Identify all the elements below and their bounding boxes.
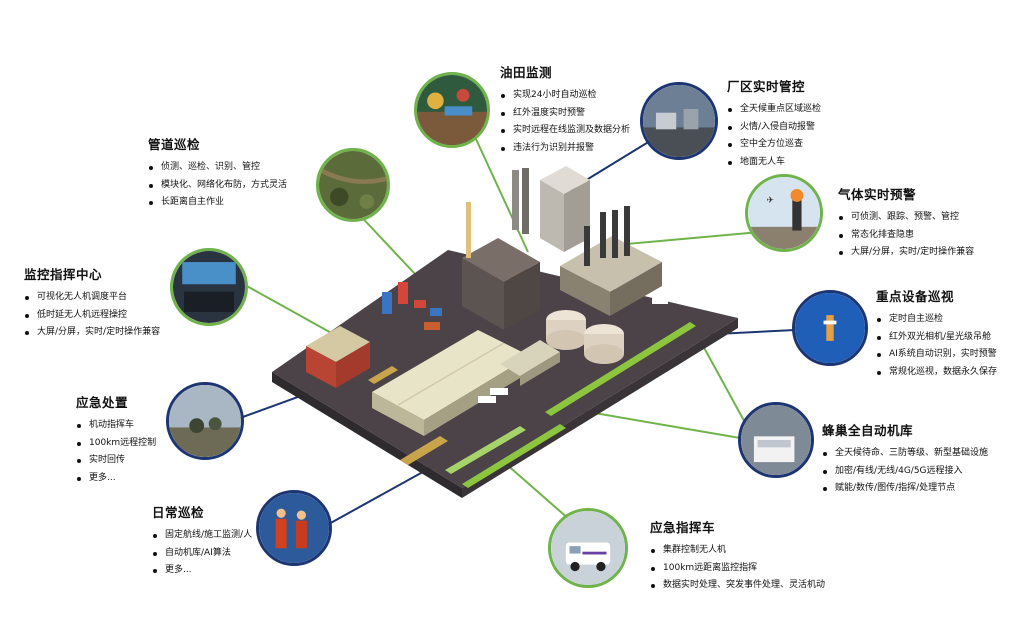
pipeline-item: 侦测、巡检、识别、管控 bbox=[148, 159, 287, 177]
emergency-item: 更多... bbox=[76, 470, 156, 488]
pipeline-aerial-photo bbox=[316, 148, 390, 222]
oilfield-item: 违法行为识别并报警 bbox=[500, 140, 630, 158]
oilfield-title: 油田监测 bbox=[500, 65, 553, 80]
oilfield-item: 实现24小时自动巡检 bbox=[500, 87, 630, 105]
svg-text:✈: ✈ bbox=[766, 195, 774, 206]
plant-title: 厂区实时管控 bbox=[727, 79, 806, 94]
command-item: 低时延无人机远程操控 bbox=[24, 307, 160, 325]
command-vehicle-photo bbox=[548, 508, 628, 588]
gas-flare-photo: ✈ bbox=[745, 174, 823, 252]
plant-item: 火情/入侵自动报警 bbox=[727, 119, 821, 137]
command-title: 监控指挥中心 bbox=[24, 267, 103, 282]
plant-item: 全天候重点区域巡检 bbox=[727, 101, 821, 119]
emergency-item: 100km远程控制 bbox=[76, 435, 156, 453]
plant-item: 地面无人车 bbox=[727, 154, 821, 172]
equipment-item: AI系统自动识别，实时预警 bbox=[876, 346, 997, 364]
gas-item: 大屏/分屏，实时/定时操作兼容 bbox=[838, 244, 974, 262]
equipment-item: 常规化巡视，数据永久保存 bbox=[876, 364, 997, 382]
oilfield-item: 红外温度实时预警 bbox=[500, 105, 630, 123]
emergency-photo bbox=[166, 382, 244, 460]
equipment-inspection-photo bbox=[792, 290, 868, 366]
node-plant: 厂区实时管控 全天候重点区域巡检 火情/入侵自动报警 空中全方位巡查 地面无人车 bbox=[727, 76, 821, 171]
emergency-title: 应急处置 bbox=[76, 395, 129, 410]
node-emergency: 应急处置 机动指挥车 100km远程控制 实时回传 更多... bbox=[76, 392, 156, 487]
node-oilfield: 油田监测 实现24小时自动巡检 红外温度实时预警 实时远程在线监测及数据分析 违… bbox=[500, 62, 630, 157]
plant-item: 空中全方位巡查 bbox=[727, 136, 821, 154]
vehicle-item: 100km远距离监控指挥 bbox=[650, 560, 825, 578]
emergency-item: 实时回传 bbox=[76, 452, 156, 470]
daily-title: 日常巡检 bbox=[152, 505, 205, 520]
pipeline-title: 管道巡检 bbox=[148, 137, 201, 152]
pipeline-item: 模块化、网络化布防，方式灵活 bbox=[148, 177, 287, 195]
gas-title: 气体实时预警 bbox=[838, 187, 917, 202]
vehicle-item: 集群控制无人机 bbox=[650, 542, 825, 560]
hive-item: 全天候待命、三防等级、新型基础设施 bbox=[822, 445, 988, 463]
oilfield-item: 实时远程在线监测及数据分析 bbox=[500, 122, 630, 140]
command-center-photo bbox=[170, 248, 248, 326]
command-item: 可视化无人机调度平台 bbox=[24, 289, 160, 307]
node-gas: 气体实时预警 可侦测、跟踪、预警、管控 常态化排查隐患 大屏/分屏，实时/定时操… bbox=[838, 184, 974, 262]
daily-item: 自动机库/AI算法 bbox=[152, 545, 252, 563]
equipment-title: 重点设备巡视 bbox=[876, 289, 955, 304]
node-command-center: 监控指挥中心 可视化无人机调度平台 低时延无人机远程操控 大屏/分屏，实时/定时… bbox=[24, 264, 160, 342]
hive-title: 蜂巢全自动机库 bbox=[822, 423, 914, 438]
node-daily: 日常巡检 固定航线/施工监测/人 自动机库/AI算法 更多... bbox=[152, 502, 252, 580]
equipment-item: 红外双光相机/星光级吊舱 bbox=[876, 329, 997, 347]
node-pipeline: 管道巡检 侦测、巡检、识别、管控 模块化、网络化布防，方式灵活 长距离自主作业 bbox=[148, 134, 287, 212]
hive-hangar-photo bbox=[738, 402, 814, 478]
node-hive: 蜂巢全自动机库 全天候待命、三防等级、新型基础设施 加密/有线/无线/4G/5G… bbox=[822, 420, 988, 498]
hive-item: 加密/有线/无线/4G/5G远程接入 bbox=[822, 463, 988, 481]
node-command-vehicle: 应急指挥车 集群控制无人机 100km远距离监控指挥 数据实时处理、突发事件处理… bbox=[650, 517, 825, 595]
emergency-item: 机动指挥车 bbox=[76, 417, 156, 435]
pipeline-item: 长距离自主作业 bbox=[148, 194, 287, 212]
vehicle-title: 应急指挥车 bbox=[650, 520, 716, 535]
daily-inspection-photo bbox=[256, 490, 332, 566]
gas-item: 可侦测、跟踪、预警、管控 bbox=[838, 209, 974, 227]
plant-3d-model bbox=[272, 166, 738, 498]
daily-item: 固定航线/施工监测/人 bbox=[152, 527, 252, 545]
command-item: 大屏/分屏，实时/定时操作兼容 bbox=[24, 324, 160, 342]
hive-item: 赋能/数传/图传/指挥/处理节点 bbox=[822, 480, 988, 498]
equipment-item: 定时自主巡检 bbox=[876, 311, 997, 329]
node-equipment: 重点设备巡视 定时自主巡检 红外双光相机/星光级吊舱 AI系统自动识别，实时预警… bbox=[876, 286, 997, 381]
plant-aerial-photo bbox=[640, 82, 718, 160]
daily-item: 更多... bbox=[152, 562, 252, 580]
vehicle-item: 数据实时处理、突发事件处理、灵活机动 bbox=[650, 577, 825, 595]
gas-item: 常态化排查隐患 bbox=[838, 227, 974, 245]
oilfield-photo bbox=[414, 72, 490, 148]
